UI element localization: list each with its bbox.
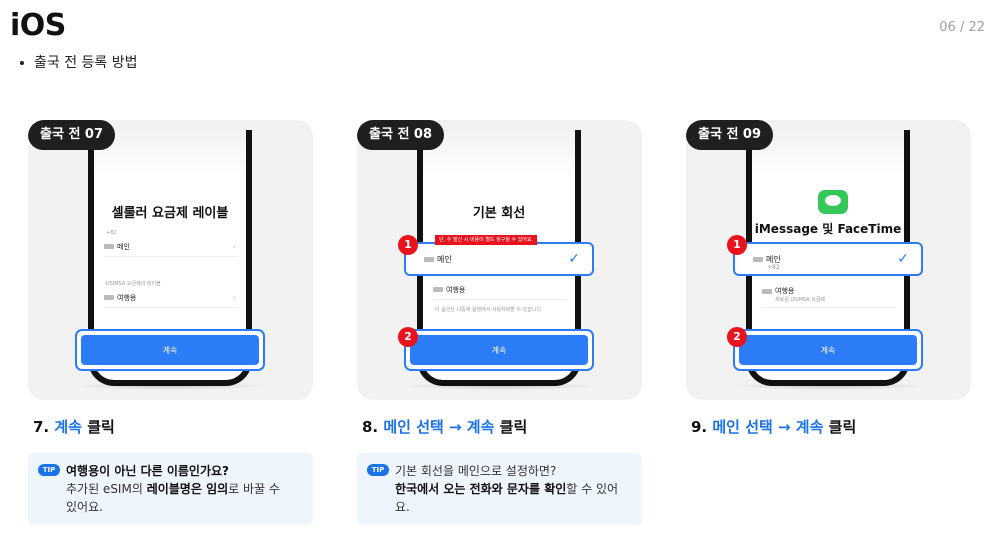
sim-chip-icon [104,244,114,249]
small-text: +82 [106,230,117,236]
line-row-main-selected[interactable]: 메인+82✓ [733,242,923,276]
continue-button[interactable]: 계속 [81,335,259,365]
step-card-08: 출국 전 08 기본 회선 여행용 이 옵션은 나중에 설정에서 사용자화할 수… [357,120,642,400]
line-row-main[interactable]: 메인› [104,237,238,257]
step-marker-1: 1 [727,235,747,255]
line-row-travel[interactable]: 여행용 [433,280,567,300]
sim-chip-icon [433,287,443,292]
step-marker-2: 2 [727,327,747,347]
page-title: iOS [10,8,66,43]
continue-button-highlight: 계속 [404,329,594,371]
screen-title: 셀룰러 요금제 레이블 [111,206,229,221]
warning-banner: 단, 수 발신 시 비용이 별도 청구될 수 있어요. [435,235,538,245]
sim-chip-icon [753,256,763,262]
step-card-07: 출국 전 07 셀룰러 요금제 레이블 +82 메인› USIMSA 요금제의 … [28,120,313,400]
continue-button-highlight: 계속 [733,329,923,371]
continue-button-highlight: 계속 [75,329,265,371]
step-marker-2: 2 [398,327,418,347]
step-badge: 출국 전 07 [28,120,116,150]
step-badge: 출국 전 08 [357,120,445,150]
sim-chip-icon [104,295,114,300]
step-marker-1: 1 [398,235,418,255]
chevron-right-icon: › [232,293,236,302]
step-caption-9: 9. 메인 선택 → 계속 클릭 [691,418,857,436]
note-text: 이 옵션은 나중에 설정에서 사용자화할 수 있습니다. [435,307,543,313]
continue-button[interactable]: 계속 [410,335,588,365]
continue-button[interactable]: 계속 [739,335,917,365]
tip-badge: TIP [367,464,389,476]
step-caption-8: 8. 메인 선택 → 계속 클릭 [362,418,528,436]
screen-title: 기본 회선 [472,206,526,221]
line-row-main-selected[interactable]: 메인✓ [404,242,594,276]
step-card-09: 출국 전 09 iMessage 및 FaceTime 여행용 새로운 USIM… [686,120,971,400]
row-subtext: 새로운 USIMSA 요금제 [775,297,826,303]
section-subtitle: 출국 전 등록 방법 [20,52,138,72]
step-badge: 출국 전 09 [686,120,774,150]
step-caption-7: 7. 계속 클릭 [33,418,115,436]
checkmark-icon: ✓ [897,251,909,267]
tip-badge: TIP [38,464,60,476]
page-counter: 06 / 22 [939,20,985,35]
tip-box-label: TIP 여행용이 아닌 다른 이름인가요? 추가된 eSIM의 레이블명은 임의… [28,453,313,525]
sim-chip-icon [424,256,434,262]
line-row-travel[interactable]: 여행용 새로운 USIMSA 요금제 [762,282,896,308]
small-text: USIMSA 요금제의 레이블 [106,281,161,287]
bullet-icon [20,61,24,65]
screen-title: iMessage 및 FaceTime [754,222,902,236]
tip-box-default-line: TIP 기본 회선을 메인으로 설정하면? 한국에서 오는 전화와 문자를 확인… [357,453,642,525]
chevron-right-icon: › [232,242,236,251]
sim-chip-icon [762,288,772,294]
line-row-travel[interactable]: 여행용› [104,288,238,308]
messages-app-icon [818,190,848,214]
checkmark-icon: ✓ [568,251,580,267]
row-subtext: +82 [767,264,780,271]
